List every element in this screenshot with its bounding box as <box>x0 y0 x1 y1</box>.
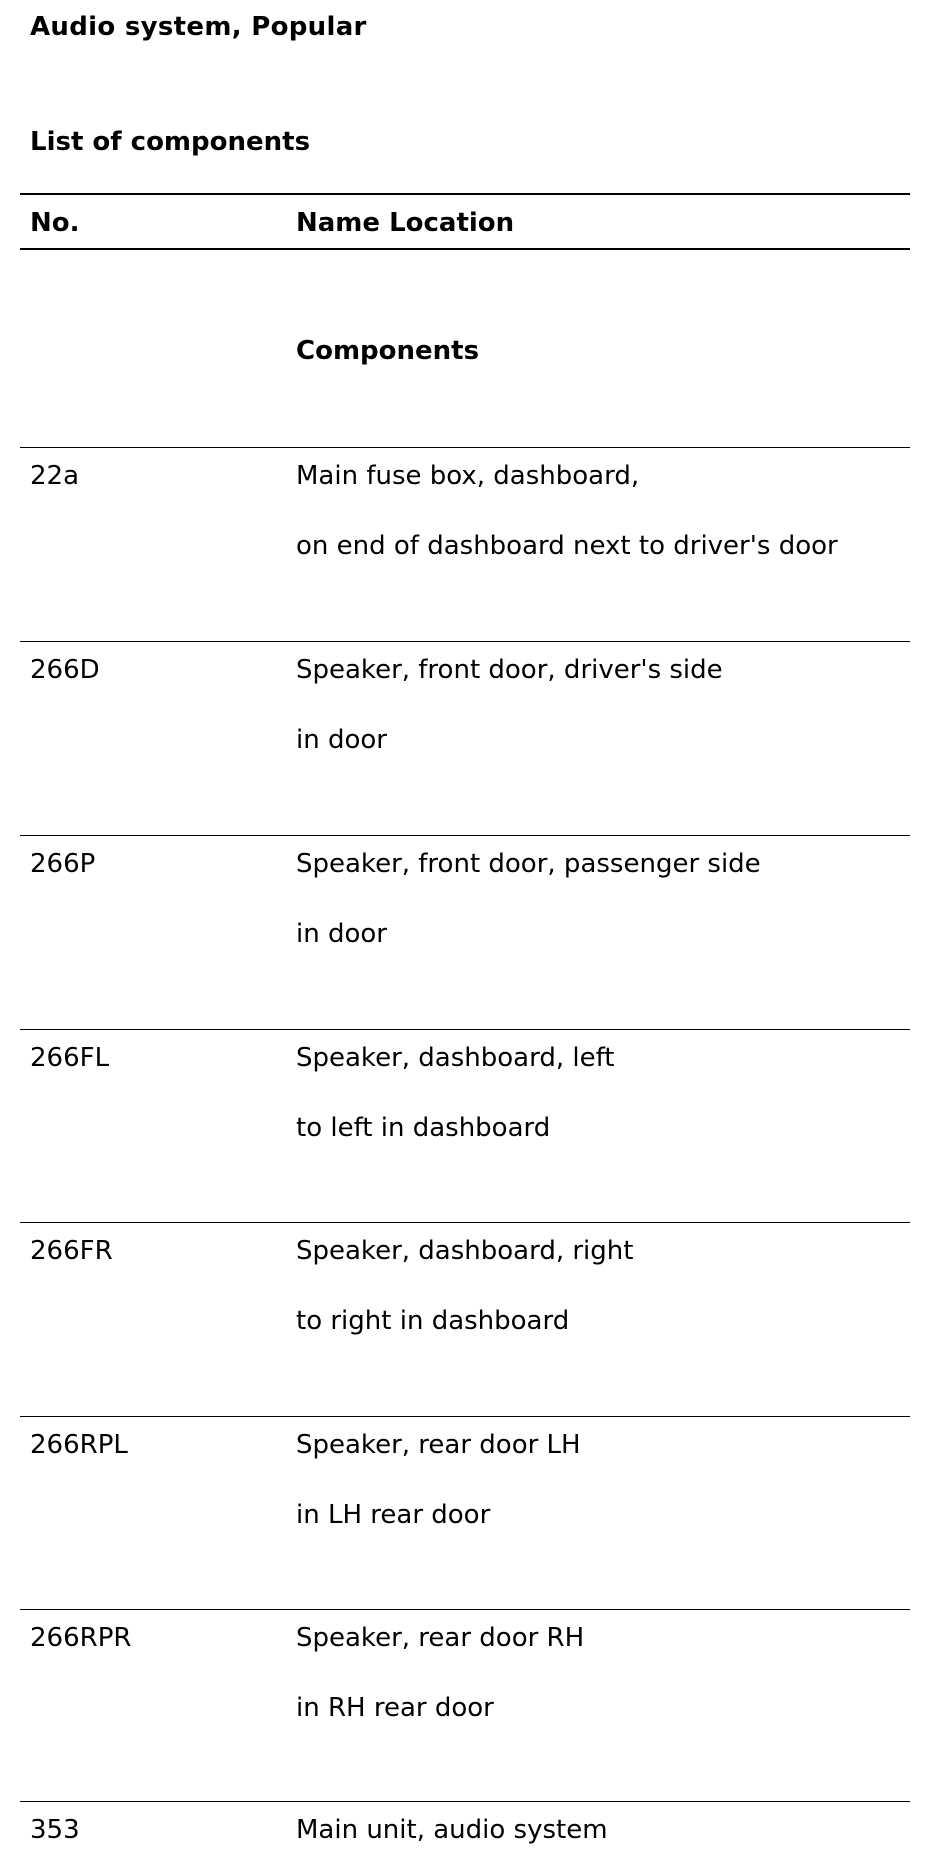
table-row: 266RPL Speaker, rear door LH in LH rear … <box>0 1416 928 1610</box>
row-name: Speaker, dashboard, left <box>296 1043 615 1073</box>
row-number: 266P <box>30 849 96 879</box>
row-location: to right in dashboard <box>296 1306 570 1336</box>
row-number: 22a <box>30 461 80 491</box>
row-name: Speaker, dashboard, right <box>296 1236 634 1266</box>
table-row: 266RPR Speaker, rear door RH in RH rear … <box>0 1609 928 1803</box>
row-name: Speaker, front door, driver's side <box>296 655 723 685</box>
row-location: in door <box>296 725 387 755</box>
document-title: Audio system, Popular <box>30 12 367 42</box>
row-name: Speaker, rear door RH <box>296 1623 585 1653</box>
row-number: 266FL <box>30 1043 110 1073</box>
table-row: 22a Main fuse box, dashboard, on end of … <box>0 447 928 641</box>
row-number: 266RPL <box>30 1430 128 1460</box>
row-name: Main unit, audio system <box>296 1815 608 1845</box>
row-divider <box>20 641 910 642</box>
row-divider <box>20 1609 910 1610</box>
table-top-rule <box>20 193 910 195</box>
column-header-name-location: Name Location <box>296 208 515 238</box>
row-number: 266FR <box>30 1236 113 1266</box>
row-name: Speaker, rear door LH <box>296 1430 581 1460</box>
row-name: Speaker, front door, passenger side <box>296 849 761 879</box>
row-divider <box>20 1801 910 1802</box>
table-row: 266P Speaker, front door, passenger side… <box>0 835 928 1029</box>
row-location: on end of dashboard next to driver's doo… <box>296 531 838 561</box>
row-location: to left in dashboard <box>296 1113 551 1143</box>
table-row: 353 Main unit, audio system <box>0 1801 928 1870</box>
row-number: 266D <box>30 655 100 685</box>
row-divider <box>20 1416 910 1417</box>
column-header-no: No. <box>30 208 80 238</box>
table-row: 266FL Speaker, dashboard, left to left i… <box>0 1029 928 1223</box>
row-location: in RH rear door <box>296 1693 494 1723</box>
row-location: in door <box>296 919 387 949</box>
row-name: Main fuse box, dashboard, <box>296 461 640 491</box>
row-location: in LH rear door <box>296 1500 491 1530</box>
table-row: 266D Speaker, front door, driver's side … <box>0 641 928 835</box>
header-bottom-rule <box>20 248 910 250</box>
row-divider <box>20 447 910 448</box>
group-title-components: Components <box>296 336 480 366</box>
row-number: 353 <box>30 1815 80 1845</box>
row-divider <box>20 1222 910 1223</box>
table-row: 266FR Speaker, dashboard, right to right… <box>0 1222 928 1416</box>
row-number: 266RPR <box>30 1623 132 1653</box>
row-divider <box>20 835 910 836</box>
section-title: List of components <box>30 127 311 157</box>
row-divider <box>20 1029 910 1030</box>
